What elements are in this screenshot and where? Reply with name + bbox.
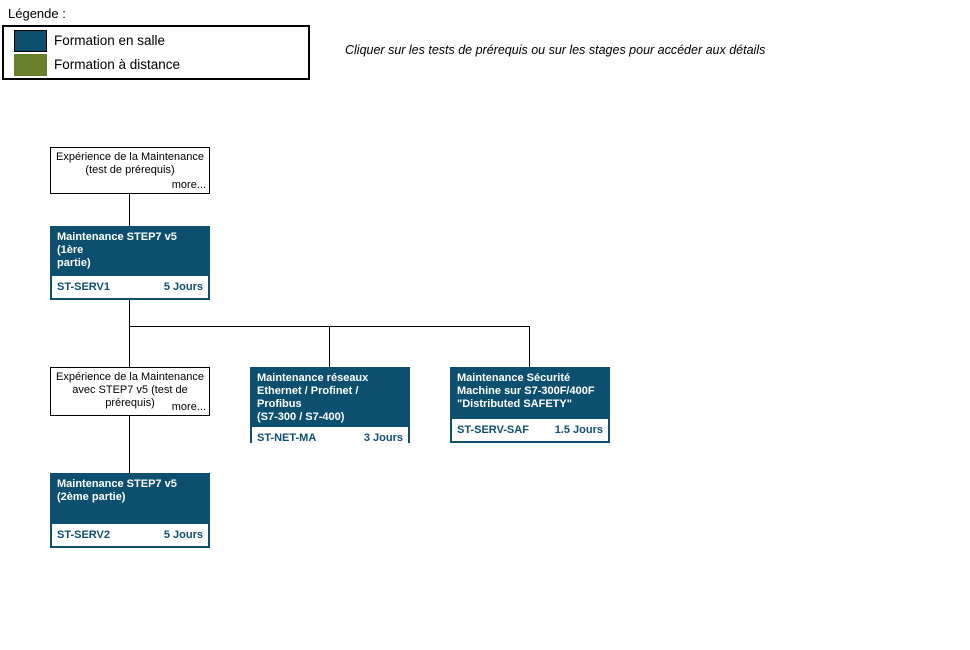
prereq-test-text: Expérience de la Maintenance (test de pr… <box>56 151 204 176</box>
course-title: Maintenance STEP7 v5 (2ème partie) <box>52 475 208 524</box>
course-duration: 5 Jours <box>163 529 203 541</box>
legend-item-in-room: Formation en salle <box>14 29 308 53</box>
legend-item-distance: Formation à distance <box>14 53 308 77</box>
connector-line <box>129 327 130 367</box>
legend-title: Légende : <box>8 6 66 21</box>
legend-item-label: Formation en salle <box>54 33 166 48</box>
in-room-color-swatch <box>14 29 47 52</box>
course-footer: ST-SERV2 5 Jours <box>52 524 208 546</box>
prereq-test-box-step7[interactable]: Expérience de la Maintenance avec STEP7 … <box>50 367 210 416</box>
course-box-st-serv1[interactable]: Maintenance STEP7 v5 (1ère partie) ST-SE… <box>50 226 210 300</box>
course-title: Maintenance STEP7 v5 (1ère partie) <box>52 228 208 276</box>
connector-line <box>129 300 130 326</box>
connector-line <box>129 416 130 473</box>
connector-line <box>529 327 530 367</box>
course-footer: ST-NET-MA 3 Jours <box>252 427 408 449</box>
distance-color-swatch <box>14 53 47 76</box>
course-duration: 3 Jours <box>363 432 403 444</box>
course-box-st-serv-saf[interactable]: Maintenance Sécurité Machine sur S7-300F… <box>450 367 610 443</box>
connector-line <box>129 194 130 226</box>
course-duration: 5 Jours <box>163 281 203 293</box>
more-link[interactable]: more... <box>171 401 206 413</box>
instruction-text: Cliquer sur les tests de prérequis ou su… <box>345 43 766 57</box>
course-title: Maintenance Sécurité Machine sur S7-300F… <box>452 369 608 419</box>
course-box-st-net-ma[interactable]: Maintenance réseaux Ethernet / Profinet … <box>250 367 410 449</box>
course-title: Maintenance réseaux Ethernet / Profinet … <box>252 369 408 427</box>
course-code: ST-NET-MA <box>257 432 317 444</box>
legend-item-label: Formation à distance <box>54 57 181 72</box>
course-footer: ST-SERV1 5 Jours <box>52 276 208 298</box>
connector-line <box>329 327 330 367</box>
more-link[interactable]: more... <box>171 179 206 191</box>
prereq-test-text: Expérience de la Maintenance avec STEP7 … <box>56 371 204 409</box>
course-code: ST-SERV-SAF <box>457 424 529 436</box>
course-footer: ST-SERV-SAF 1.5 Jours <box>452 419 608 441</box>
connector-line <box>129 326 530 327</box>
course-box-st-serv2[interactable]: Maintenance STEP7 v5 (2ème partie) ST-SE… <box>50 473 210 548</box>
course-duration: 1.5 Jours <box>554 424 603 436</box>
prereq-test-box-maintenance[interactable]: Expérience de la Maintenance (test de pr… <box>50 147 210 194</box>
course-code: ST-SERV2 <box>57 529 110 541</box>
course-code: ST-SERV1 <box>57 281 110 293</box>
legend-box: Formation en salle Formation à distance <box>2 25 310 80</box>
